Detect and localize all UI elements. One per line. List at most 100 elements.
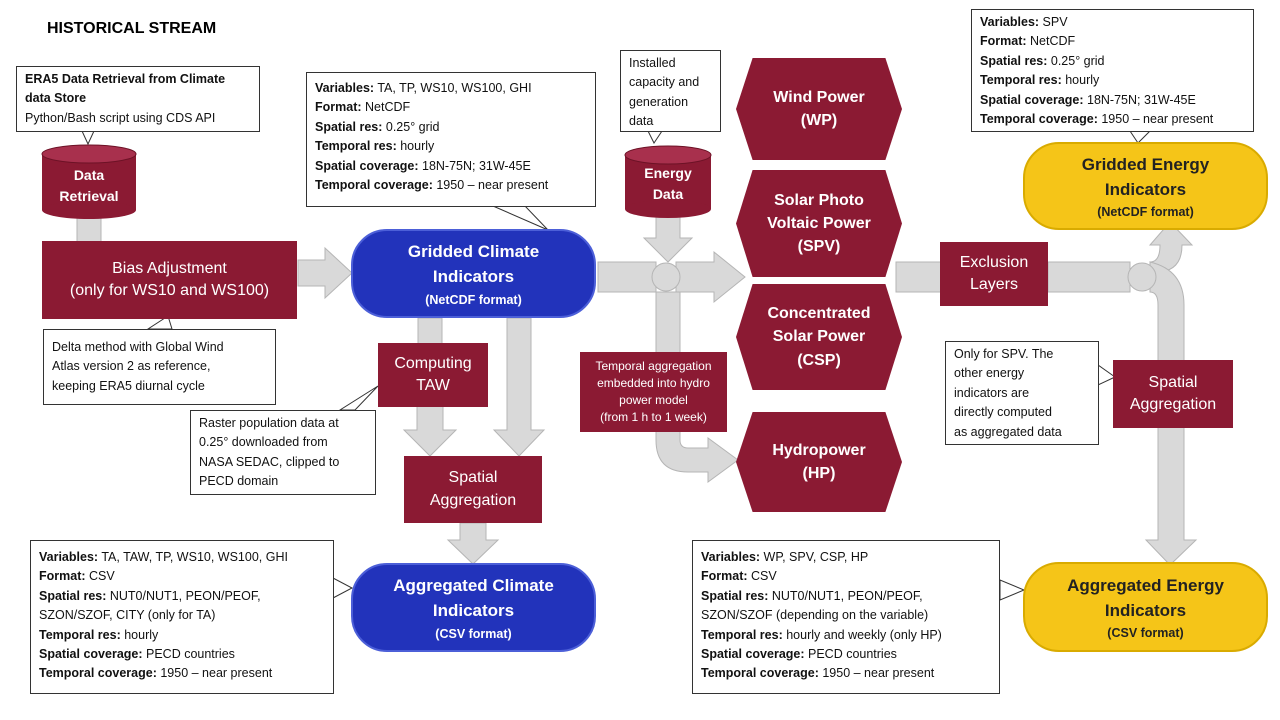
raster-line1: Raster population data at [199,416,339,430]
spec-row: Spatial res: 0.25° grid [315,118,587,137]
spec-row: Format: NetCDF [980,32,1245,51]
callout-delta-method: Delta method with Global Wind Atlas vers… [43,329,276,405]
spec-row: Temporal coverage: 1950 – near present [701,664,991,683]
spec-row: Spatial coverage: PECD countries [701,645,991,664]
pointer-raster [338,385,379,411]
connector-gridded-to-taw [417,317,443,345]
spec-row: Temporal res: hourly [315,137,587,156]
spec-label: Temporal coverage: [39,666,157,681]
spec-value: NUT0/NUT1, PEON/PEOF, [106,588,261,603]
spec-value: WP, SPV, CSP, HP [760,550,869,564]
data-retrieval-label: Data Retrieval [42,165,136,207]
spec-value: hourly [1061,73,1100,88]
data-retrieval-line1: Data [73,167,105,183]
aggregated-energy-indicators: Aggregated Energy Indicators (CSV format… [1023,562,1268,652]
exclusion-line1: Exclusion [959,253,1029,271]
installed-line2: capacity and [629,75,700,90]
delta-line1: Delta method with Global Wind [52,340,224,354]
bias-adjustment-box: Bias Adjustment (only for WS10 and WS100… [42,241,297,319]
spec-label: Spatial res: [701,588,769,603]
spec-row: Format: CSV [39,567,325,586]
csp-line3: (CSP) [797,351,841,369]
spec-label: Temporal res: [39,627,121,642]
cylinder-data-retrieval [41,144,137,219]
spec-label: Temporal res: [315,139,397,154]
spv-only-line4: directly computed [954,405,1052,420]
energy-data-line2: Data [652,186,684,202]
temporal-aggregation-box: Temporal aggregation embedded into hydro… [580,352,727,432]
spec-value: 0.25° grid [382,119,440,134]
callout-raster: Raster population data at 0.25° download… [190,410,376,495]
gridded-climate-title1: Gridded Climate [407,242,540,262]
spec-label: Temporal coverage: [701,666,819,681]
spv-only-line2: other energy [954,366,1025,381]
data-retrieval-line2: Retrieval [59,188,119,204]
callout-spv-only: Only for SPV. The other energy indicator… [945,341,1099,445]
arrow-spatial-to-aggregated [446,522,500,565]
spec-row: Temporal res: hourly and weekly (only HP… [701,626,991,645]
connector-hexes-to-exclusion [895,261,947,293]
energy-data-label: Energy Data [625,163,711,205]
temporal-line1: Temporal aggregation [595,359,712,374]
csp-hex: Concentrated Solar Power (CSP) [736,284,902,390]
connector-gridded-to-junction [597,261,657,293]
era5-line1: ERA5 Data Retrieval from Climate [25,72,226,86]
wind-line1: Wind Power [773,88,865,106]
aggregated-climate-format: (CSV format) [435,626,512,641]
spec-value: SPV [1039,15,1068,29]
spec-value: 18N-75N; 31W-45E [1083,92,1196,107]
pointer-gridded-climate [492,205,549,231]
installed-line1: Installed [629,56,676,70]
spec-label: Spatial res: [39,588,107,603]
csp-line1: Concentrated [767,305,871,323]
spec-label: Temporal res: [980,73,1062,88]
spec-row: Temporal coverage: 1950 – near present [39,664,325,683]
gridded-climate-title2: Indicators [432,267,515,286]
bias-line2: (only for WS10 and WS100) [69,282,270,299]
gridded-climate-indicators: Gridded Climate Indicators (NetCDF forma… [351,229,596,318]
bias-line1: Bias Adjustment [112,259,227,277]
hydropower-hex: Hydropower (HP) [736,412,902,512]
spec-label: Format: [980,34,1027,49]
page-title: HISTORICAL STREAM [47,20,217,37]
spatial-aggregation-climate-box: Spatial Aggregation [404,456,542,523]
spec-row: Spatial res: NUT0/NUT1, PEON/PEOF, [39,587,325,606]
spec-label: Temporal res: [701,627,783,642]
spec-value: 18N-75N; 31W-45E [418,158,531,173]
raster-line4: PECD domain [199,474,279,489]
spec-row: Spatial res: 0.25° grid [980,52,1245,71]
spec-row: Variables: WP, SPV, CSP, HP [701,548,991,567]
exclusion-line2: Layers [969,276,1019,293]
spec-row: Variables: TA, TP, WS10, WS100, GHI [315,79,587,98]
gridded-energy-format: (NetCDF format) [1097,205,1194,220]
spec-row: Temporal res: hourly [39,626,325,645]
energy-data-line1: Energy [644,165,692,181]
spec-label: Spatial coverage: [39,646,143,661]
spec-value: 1950 – near present [156,666,273,681]
spec-value: 0.25° grid [1047,53,1105,68]
gridded-energy-indicators: Gridded Energy Indicators (NetCDF format… [1023,142,1268,230]
spec-label: Spatial coverage: [701,646,805,661]
spec-label: Variables: [701,550,761,564]
callout-era5: ERA5 Data Retrieval from Climate data St… [16,66,260,132]
spec-value: 1950 – near present [432,177,549,192]
spec-label: Variables: [980,15,1040,29]
hydro-line2: (HP) [802,465,836,482]
pointer-aggregated-energy [999,579,1026,601]
callout-gridded-energy-specs: Variables: SPV Format: NetCDF Spatial re… [971,9,1254,132]
spec-row: Temporal coverage: 1950 – near present [315,176,587,195]
aggregated-climate-indicators: Aggregated Climate Indicators (CSV forma… [351,563,596,652]
cylinder-energy-data [624,145,712,218]
spec-label: Format: [701,569,748,584]
spec-value: PECD countries [804,646,897,661]
spec-value: SZON/SZOF (depending on the variable) [701,608,929,623]
raster-line3: NASA SEDAC, clipped to [199,454,340,469]
spec-row: Temporal coverage: 1950 – near present [980,110,1245,129]
spec-value: NetCDF [361,100,411,115]
spec-label: Format: [39,569,86,584]
raster-line2: 0.25° downloaded from [199,435,328,450]
spv-line1: Solar Photo [774,191,864,209]
gridded-climate-format: (NetCDF format) [425,292,522,307]
spec-value: hourly [396,139,435,154]
